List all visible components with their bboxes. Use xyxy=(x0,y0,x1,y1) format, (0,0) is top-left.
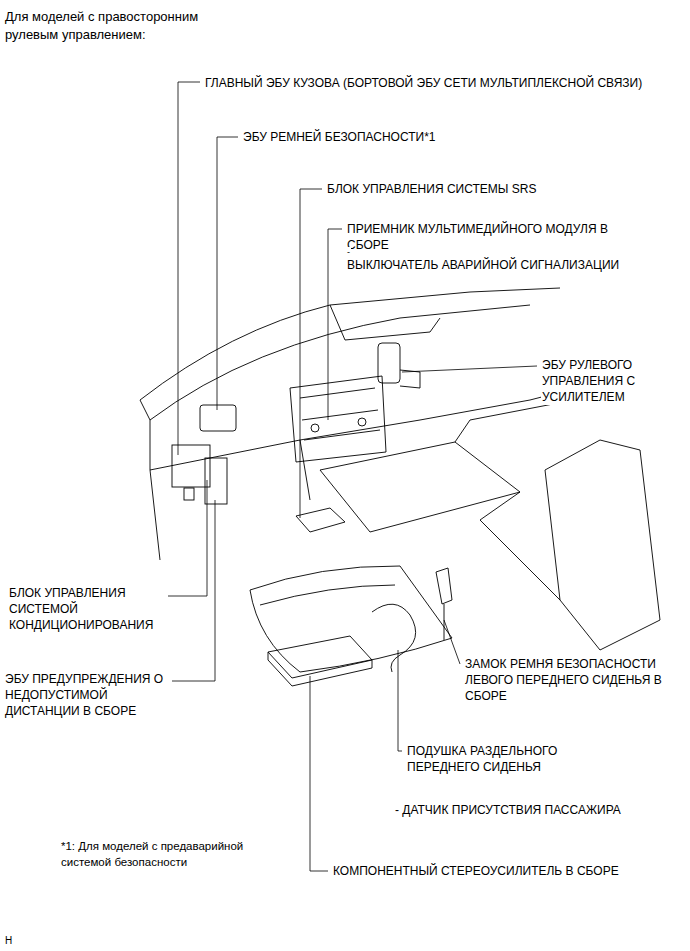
part-label: ЭБУ РЕМНЕЙ БЕЗОПАСНОСТИ*1 xyxy=(242,129,436,145)
seat-cushion xyxy=(250,566,452,672)
leader-line xyxy=(178,82,200,455)
part-label: ПОДУШКА РАЗДЕЛЬНОГО ПЕРЕДНЕГО СИДЕНЬЯ xyxy=(406,743,586,775)
part-label: - ДАТЧИК ПРИСУТСТВИЯ ПАССАЖИРА xyxy=(394,802,622,818)
windshield-edge xyxy=(140,288,560,400)
connector xyxy=(184,488,194,500)
right-seat-back xyxy=(545,440,660,650)
center-console xyxy=(320,442,520,532)
sensor-wire xyxy=(372,604,416,672)
part-label: БЛОК УПРАВЛЕНИЯ СИСТЕМОЙ КОНДИЦИОНИРОВАН… xyxy=(8,585,166,633)
power-steering-ecu xyxy=(378,343,400,383)
part-label: ЗАМОК РЕМНЯ БЕЗОПАСНОСТИ ЛЕВОГО ПЕРЕДНЕГ… xyxy=(464,656,686,704)
part-label: ЭБУ РУЛЕВОГО УПРАВЛЕНИЯ С УСИЛИТЕЛЕМ xyxy=(541,357,661,405)
part-label: КОМПОНЕНТНЫЙ СТЕРЕОУСИЛИТЕЛЬ В СБОРЕ xyxy=(332,863,620,879)
ac-ecu xyxy=(205,458,227,504)
knob xyxy=(358,418,366,426)
dash-side xyxy=(140,400,150,470)
seat-belt-ecu xyxy=(200,405,236,431)
leader-line xyxy=(402,366,537,372)
sub-item-dash: - xyxy=(346,247,351,257)
part-label: ПРИЕМНИК МУЛЬТИМЕДИЙНОГО МОДУЛЯ В СБОРЕ xyxy=(346,221,646,253)
leader-line xyxy=(168,480,207,596)
leader-line xyxy=(444,620,460,664)
seat-seam xyxy=(260,585,395,605)
leader-line xyxy=(172,500,215,681)
right-seat-cushion xyxy=(480,492,560,600)
diagram-title: Для моделей с правосторонним рулевым упр… xyxy=(4,8,239,44)
stereo-amplifier-side xyxy=(268,652,372,686)
part-label: БЛОК УПРАВЛЕНИЯ СИСТЕМЫ SRS xyxy=(326,181,537,197)
srs-ecu xyxy=(296,508,345,532)
leader-line xyxy=(328,229,342,420)
center-panel xyxy=(290,376,386,462)
cluster-hood xyxy=(330,305,440,340)
part-label: ВЫКЛЮЧАТЕЛЬ АВАРИЙНОЙ СИГНАЛИЗАЦИИ xyxy=(346,257,620,273)
center-panel-detail xyxy=(300,388,380,440)
leader-line xyxy=(300,189,322,518)
dash-panel xyxy=(150,440,310,560)
figure-code: H xyxy=(4,933,13,949)
buckle xyxy=(436,568,452,604)
dash-top xyxy=(150,305,530,420)
knob xyxy=(311,424,319,432)
dash-lower xyxy=(150,382,600,470)
part-label: ГЛАВНЫЙ ЭБУ КУЗОВА (БОРТОВОЙ ЭБУ СЕТИ МУ… xyxy=(204,74,682,92)
leader-line xyxy=(398,650,402,751)
bracket xyxy=(400,370,420,388)
part-label: ЭБУ ПРЕДУПРЕЖДЕНИЯ О НЕДОПУСТИМОЙ ДИСТАН… xyxy=(4,671,172,719)
leader-line xyxy=(217,137,238,410)
leader-line xyxy=(310,676,328,871)
footnote: *1: Для моделей с предаварийной системой… xyxy=(60,838,295,870)
